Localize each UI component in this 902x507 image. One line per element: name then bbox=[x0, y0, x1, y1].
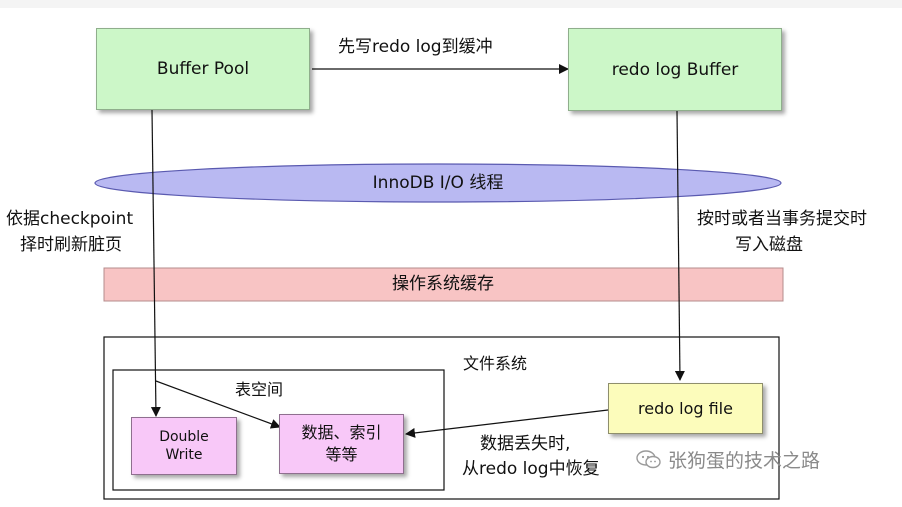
watermark-text: 张狗蛋的技术之路 bbox=[668, 450, 821, 472]
io-thread-ellipse bbox=[94, 163, 782, 203]
double-write-label-line2: Write bbox=[165, 447, 203, 463]
redo-log-buffer-label: redo log Buffer bbox=[611, 59, 739, 80]
data-index-box: 数据、索引 等等 bbox=[279, 414, 404, 474]
arrow-to-data-index bbox=[155, 380, 281, 429]
write-redo-to-buffer-label: 先写redo log到缓冲 bbox=[338, 37, 493, 57]
recover-label-line2: 从redo log中恢复 bbox=[462, 459, 600, 479]
top-strip bbox=[0, 0, 902, 8]
file-system-label: 文件系统 bbox=[463, 354, 528, 373]
os-cache-label: 操作系统缓存 bbox=[392, 274, 494, 294]
double-write-box: Double Write bbox=[131, 417, 237, 475]
os-cache-band bbox=[103, 267, 784, 302]
buffer-pool-box: Buffer Pool bbox=[96, 28, 310, 110]
buffer-pool-label: Buffer Pool bbox=[156, 59, 250, 79]
commit-label-line2: 写入磁盘 bbox=[735, 235, 803, 255]
redo-log-file-box: redo log file bbox=[608, 383, 763, 434]
data-index-label-line1: 数据、索引 bbox=[301, 423, 382, 442]
arrow-redofile-to-data-index bbox=[405, 409, 609, 438]
arrow-bufferpool-to-doublewrite bbox=[150, 109, 161, 417]
arrow-redobuffer-to-redofile bbox=[674, 110, 685, 381]
checkpoint-label-line2: 择时刷新脏页 bbox=[20, 235, 122, 255]
double-write-label-line1: Double bbox=[159, 429, 209, 445]
redo-log-buffer-box: redo log Buffer bbox=[568, 28, 782, 111]
watermark: 张狗蛋的技术之路 bbox=[636, 446, 820, 473]
io-thread-label: InnoDB I/O 线程 bbox=[372, 173, 504, 193]
tablespace-label: 表空间 bbox=[235, 380, 284, 399]
wechat-icon bbox=[636, 449, 662, 471]
checkpoint-label-line1: 依据checkpoint bbox=[6, 209, 134, 229]
recover-label-line1: 数据丢失时, bbox=[480, 434, 571, 454]
commit-label-line1: 按时或者当事务提交时 bbox=[697, 209, 867, 229]
redo-log-file-label: redo log file bbox=[638, 399, 733, 418]
file-system-container bbox=[103, 336, 780, 500]
data-index-label-line2: 等等 bbox=[325, 445, 358, 464]
